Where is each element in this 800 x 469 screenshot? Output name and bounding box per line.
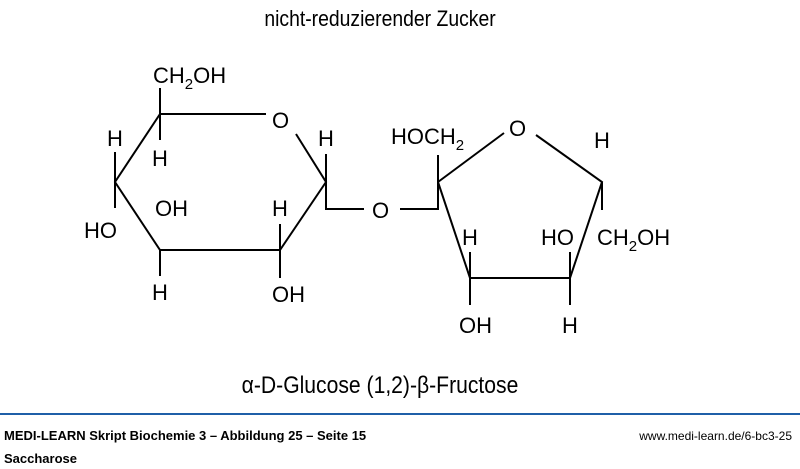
footer-source: MEDI-LEARN Skript Biochemie 3 – Abbildun… [4, 428, 367, 443]
label-oh-c2: OH [272, 282, 305, 307]
label-oh-c3-fructose: OH [459, 313, 492, 338]
label-oh-c3: OH [155, 196, 188, 221]
fructose-ring [400, 132, 604, 305]
label-h-c4: H [107, 126, 123, 151]
footer-url[interactable]: www.medi-learn.de/6-bc3-25 [639, 429, 792, 443]
label-h-c2: H [272, 196, 288, 221]
glucose-ring [113, 88, 364, 278]
label-h-c5-fructose: H [594, 128, 610, 153]
label-glycosidic-oxygen: O [372, 198, 389, 223]
structure-caption: α-D-Glucose (1,2)-β-Fructose [241, 372, 519, 399]
label-h-c1: H [318, 126, 334, 151]
label-ch2oh-fructose: CH2OH [597, 225, 670, 255]
label-h-c3-fructose: H [462, 225, 478, 250]
label-h-c4-fructose: H [562, 313, 578, 338]
label-ho-c4-fructose: HO [541, 225, 574, 250]
label-h-c3: H [152, 280, 168, 305]
label-h-c5: H [152, 146, 168, 171]
label-hoch2-fructose: HOCH2 [391, 124, 464, 154]
footer-figure-name: Saccharose [4, 451, 77, 466]
footer-divider [0, 413, 800, 415]
diagram-title: nicht-reduzierender Zucker [264, 6, 496, 31]
label-ring-oxygen-glucose: O [272, 108, 289, 133]
label-ho-c4: HO [84, 218, 117, 243]
label-ch2oh-glucose: CH2OH [153, 63, 226, 93]
label-ring-oxygen-fructose: O [509, 116, 526, 141]
